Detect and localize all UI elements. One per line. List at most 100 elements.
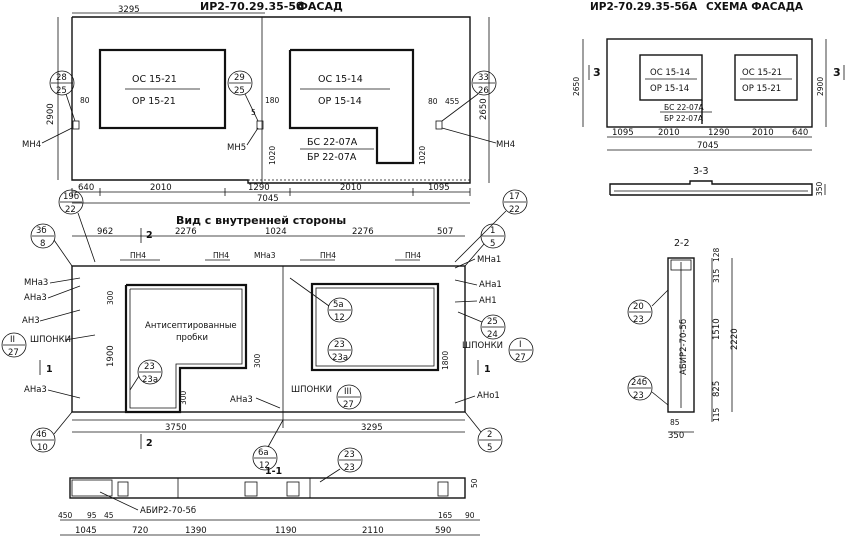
svg-text:720: 720: [132, 526, 148, 536]
svg-text:315: 315: [712, 268, 721, 283]
inner-section-mark-1-right: 1: [484, 364, 491, 375]
svg-text:ШПОНКИ: ШПОНКИ: [462, 341, 503, 351]
section-2-2-title: 2-2: [674, 238, 690, 249]
svg-text:24б: 24б: [631, 378, 647, 388]
facade-callout-29-25: 29 25: [227, 70, 259, 122]
facade-window-1-lower: ОР 15-21: [132, 96, 176, 107]
facade-top-dim: 3295: [118, 5, 140, 15]
svg-text:300: 300: [179, 390, 188, 405]
inner-section-mark-2-top: 2: [146, 230, 153, 241]
facade-plate-right: [435, 120, 443, 130]
svg-text:АНа1: АНа1: [479, 280, 502, 290]
inner-callout-3b-8: 3б8: [30, 223, 73, 267]
svg-text:23: 23: [344, 463, 355, 473]
svg-text:22: 22: [65, 205, 76, 215]
svg-text:28: 28: [56, 73, 67, 83]
svg-text:2: 2: [487, 430, 492, 440]
svg-text:ОР 15-14: ОР 15-14: [650, 84, 689, 94]
facade-window-1: [98, 48, 227, 130]
svg-text:2650: 2650: [572, 77, 581, 96]
inner-callout-1-5: 15: [464, 223, 506, 267]
svg-text:2220: 2220: [730, 328, 740, 350]
svg-text:455: 455: [445, 97, 460, 106]
facade-title-code: ИР2-70.29.35-5б: [200, 0, 304, 13]
svg-text:1190: 1190: [275, 526, 297, 536]
svg-text:5: 5: [487, 443, 492, 453]
svg-text:23: 23: [344, 450, 355, 460]
svg-text:ПН4: ПН4: [213, 251, 229, 260]
inner-note-line-1: Антисептированные: [145, 321, 237, 331]
svg-text:1800: 1800: [441, 351, 450, 370]
svg-text:ШПОНКИ: ШПОНКИ: [30, 335, 71, 345]
facade-window-2-upper: ОС 15-14: [318, 74, 363, 85]
svg-text:МНа3: МНа3: [254, 251, 276, 260]
facade-plate-left: [72, 120, 80, 130]
svg-text:23а: 23а: [142, 375, 158, 385]
svg-text:23: 23: [633, 315, 644, 325]
svg-text:962: 962: [97, 227, 113, 237]
svg-text:19б: 19б: [63, 192, 79, 202]
svg-text:ОС 15-14: ОС 15-14: [650, 68, 690, 78]
svg-text:29: 29: [234, 73, 245, 83]
svg-text:ПН4: ПН4: [405, 251, 421, 260]
facade-door-lower: БР 22-07А: [307, 152, 357, 163]
svg-text:2010: 2010: [150, 183, 172, 193]
inner-note-line-2: пробки: [176, 333, 208, 343]
svg-text:1020: 1020: [268, 146, 277, 165]
svg-text:640: 640: [792, 128, 808, 138]
svg-text:300: 300: [253, 353, 262, 368]
scheme-section-mark-right: 3: [833, 66, 841, 79]
svg-text:27: 27: [343, 400, 354, 410]
scheme-title-word: СХЕМА ФАСАДА: [706, 1, 804, 13]
svg-text:АНо1: АНо1: [477, 391, 500, 401]
svg-text:825: 825: [712, 381, 722, 397]
svg-text:300: 300: [106, 290, 115, 305]
svg-text:25: 25: [234, 86, 245, 96]
inner-section-mark-1-left: 1: [46, 364, 53, 375]
facade-window-2-lower: ОР 15-14: [318, 96, 362, 107]
scheme-panel-outline: [606, 38, 813, 128]
svg-text:85: 85: [670, 418, 680, 427]
facade-anchor-right: МН4: [496, 140, 515, 150]
svg-text:АНа3: АНа3: [24, 385, 47, 395]
facade-window-1-upper: ОС 15-21: [132, 74, 177, 85]
svg-text:1290: 1290: [708, 128, 730, 138]
svg-text:ОС 15-21: ОС 15-21: [742, 68, 782, 78]
svg-text:АН1: АН1: [479, 296, 497, 306]
svg-text:95: 95: [87, 511, 97, 520]
svg-text:23а: 23а: [332, 353, 348, 363]
svg-text:1290: 1290: [248, 183, 270, 193]
svg-text:80: 80: [80, 96, 90, 105]
scheme-section-mark-left: 3: [593, 66, 601, 79]
svg-text:23: 23: [633, 391, 644, 401]
inner-callout-2-5: 25: [464, 411, 503, 453]
svg-text:25: 25: [487, 317, 498, 327]
svg-text:115: 115: [712, 407, 721, 422]
facade-door-upper: БС 22-07А: [307, 137, 358, 148]
svg-text:1045: 1045: [75, 526, 97, 536]
svg-text:1510: 1510: [712, 318, 722, 340]
svg-text:БС 22-07А: БС 22-07А: [664, 103, 705, 112]
svg-text:590: 590: [435, 526, 451, 536]
svg-text:МНа3: МНа3: [24, 278, 48, 288]
svg-text:2010: 2010: [340, 183, 362, 193]
svg-text:ШПОНКИ: ШПОНКИ: [291, 385, 332, 395]
svg-text:1: 1: [490, 226, 495, 236]
svg-text:27: 27: [515, 353, 526, 363]
svg-text:350: 350: [815, 181, 824, 196]
svg-text:АНа3: АНа3: [230, 395, 253, 405]
svg-text:180: 180: [265, 96, 280, 105]
inner-view: Вид с внутренней стороны 962 2276 1024 2…: [1, 189, 534, 471]
facade-total-dim: 7045: [257, 194, 279, 204]
svg-text:АН3: АН3: [22, 316, 40, 326]
svg-text:1095: 1095: [612, 128, 634, 138]
section-3-3-title: 3-3: [693, 166, 709, 177]
